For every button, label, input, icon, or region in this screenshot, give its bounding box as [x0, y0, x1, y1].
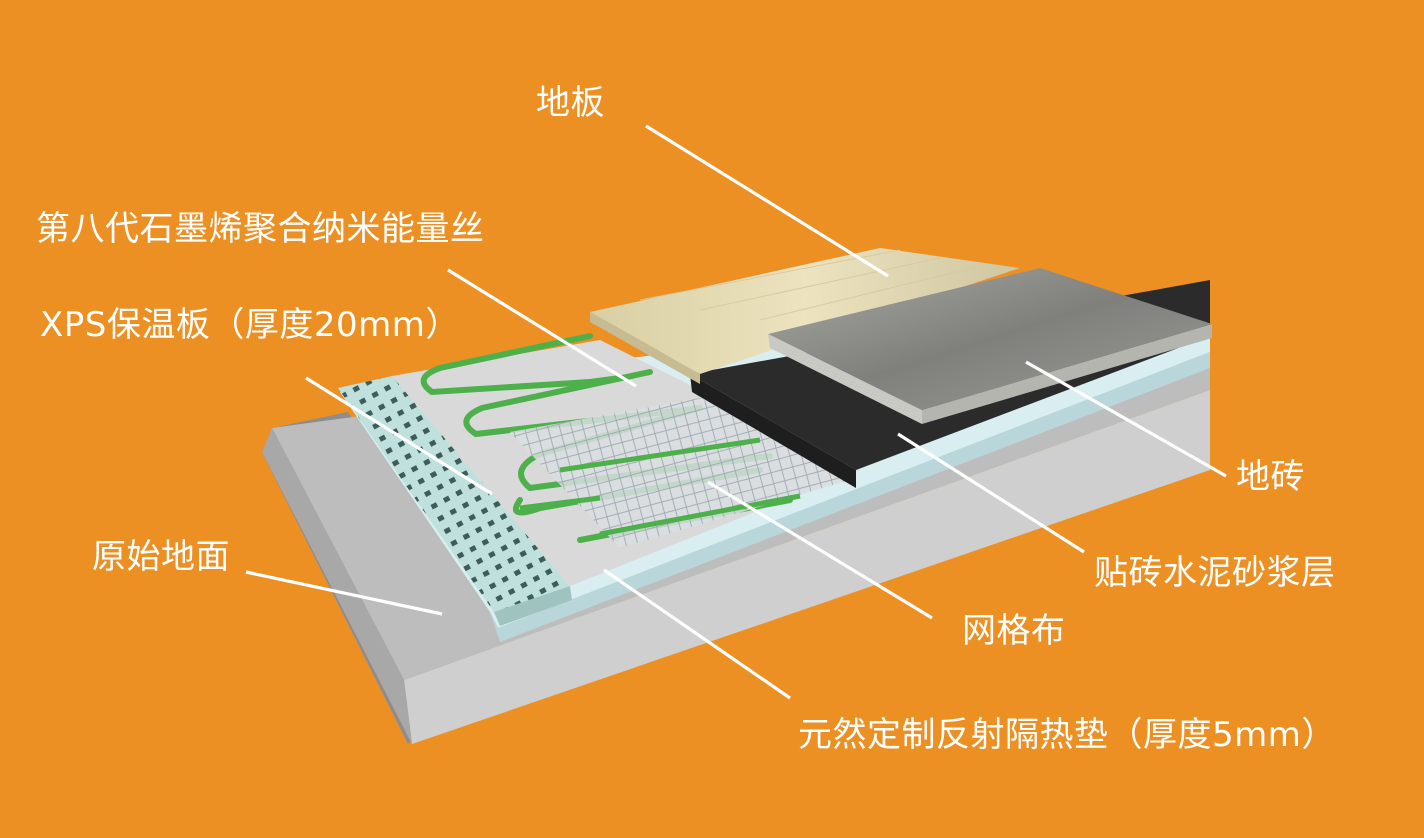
label-xps-board: XPS保温板（厚度20mm）	[40, 305, 460, 345]
leader-mortar-layer	[897, 432, 1085, 554]
label-floor-tile: 地砖	[1236, 457, 1305, 497]
label-original-ground: 原始地面	[92, 537, 230, 577]
mesh-cloth-layer	[510, 398, 850, 548]
leader-graphene-wire	[447, 268, 637, 388]
leader-floor-board	[645, 124, 889, 278]
floor-tile	[768, 268, 1212, 424]
label-graphene-wire: 第八代石墨烯聚合纳米能量丝	[36, 209, 485, 249]
leader-floor-tile	[1025, 360, 1227, 478]
leader-reflective-pad	[603, 568, 791, 700]
leader-original-ground	[245, 570, 443, 616]
label-mesh-cloth: 网格布	[962, 611, 1066, 651]
label-floor-board: 地板	[536, 83, 605, 123]
leader-xps-board	[305, 376, 493, 496]
label-mortar-layer: 贴砖水泥砂浆层	[1094, 553, 1336, 593]
label-reflective-pad: 元然定制反射隔热垫（厚度5mm）	[798, 715, 1336, 755]
leader-mesh-cloth	[707, 480, 933, 620]
